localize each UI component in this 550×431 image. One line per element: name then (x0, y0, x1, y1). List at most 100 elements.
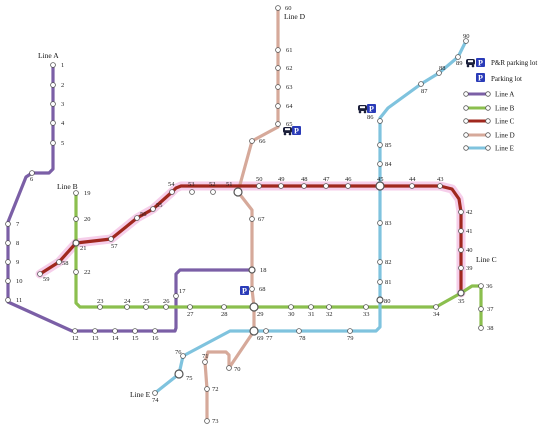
parking-icon-68 (240, 286, 249, 295)
station-48-marker (301, 183, 307, 189)
station-68-label: 68 (259, 286, 266, 293)
station-46-marker (345, 183, 351, 189)
parking-icon-86 (367, 104, 376, 113)
station-24-marker (124, 304, 130, 310)
station-84-marker (377, 161, 383, 167)
station-36-marker (478, 283, 484, 289)
legend-line-d-node (485, 132, 491, 138)
station-36-label: 36 (486, 283, 493, 290)
station-58-label: 58 (62, 260, 69, 267)
station-70-label: 70 (234, 366, 241, 373)
legend-line-b-node (485, 105, 491, 111)
station-72-marker (204, 386, 210, 392)
station-28-marker (221, 304, 227, 310)
station-82-marker (377, 259, 383, 265)
car-icon-65-wheel (283, 132, 287, 136)
station-60-label: 60 (285, 5, 292, 12)
station-34-marker (433, 304, 439, 310)
station-59-label: 59 (43, 276, 50, 283)
station-22-label: 22 (84, 269, 91, 276)
station-35-marker (457, 289, 465, 297)
station-89-label: 89 (456, 60, 463, 67)
station-89-marker (455, 54, 461, 60)
station-81-marker (377, 279, 383, 285)
station-19-label: 19 (84, 190, 91, 197)
station-78-label: 78 (299, 335, 306, 342)
legend-line-b-label: Line B (495, 105, 515, 113)
station-67-marker (249, 216, 255, 222)
station-69-label: 69 (257, 335, 264, 342)
station-83-marker (377, 220, 383, 226)
station-40-marker (458, 247, 464, 253)
station-68-marker (249, 286, 255, 292)
station-25-label: 25 (143, 298, 150, 305)
station-62-marker (275, 65, 281, 71)
station-40-label: 40 (466, 247, 473, 254)
station-75-label: 75 (186, 375, 193, 382)
station-2-marker (50, 82, 56, 88)
legend-line-d-label: Line D (495, 132, 515, 140)
legend-line-a-label: Line A (495, 91, 514, 99)
station-7-label: 7 (16, 221, 20, 228)
station-39-marker (458, 265, 464, 271)
station-29-label: 29 (257, 311, 264, 318)
station-65-label: 65 (286, 121, 293, 128)
station-42-label: 42 (466, 209, 473, 216)
station-4-label: 4 (61, 120, 65, 127)
station-90-label: 90 (463, 33, 470, 40)
line-b-name: Line B (57, 182, 78, 191)
station-26-marker (163, 304, 169, 310)
station-17-label: 17 (179, 288, 186, 295)
station-38-marker (478, 325, 484, 331)
station-20-marker (73, 216, 79, 222)
station-24-label: 24 (124, 298, 131, 305)
station-47-label: 47 (323, 176, 330, 183)
line-d-route (203, 6, 280, 423)
station-62-label: 62 (286, 65, 293, 72)
car-icon-86-wheel (363, 110, 367, 114)
station-42-marker (458, 209, 464, 215)
station-33-label: 33 (363, 311, 370, 318)
station-84-label: 84 (385, 161, 392, 168)
station-15-marker (132, 328, 138, 334)
legend-parking-label: Parking lot (491, 75, 522, 83)
station-86-label: 86 (367, 114, 374, 121)
station-11-label: 11 (16, 297, 22, 304)
station-44-label: 44 (409, 176, 416, 183)
station-48-label: 48 (301, 176, 308, 183)
station-64-marker (275, 103, 281, 109)
station-49-marker (278, 183, 284, 189)
station-11-marker (5, 297, 11, 303)
parking-icon-65 (292, 126, 301, 135)
station-64-label: 64 (286, 103, 293, 110)
car-icon-86-wheel (358, 110, 362, 114)
station-51-label: 51 (226, 181, 233, 188)
station-79-marker (347, 328, 353, 334)
station-14-marker (112, 328, 118, 334)
station-12-marker (72, 328, 78, 334)
station-85-label: 85 (385, 142, 392, 149)
station-71-marker (202, 359, 208, 365)
station-76-marker (180, 353, 186, 359)
station-66-marker (249, 138, 255, 144)
station-1-marker (50, 62, 56, 68)
station-87-marker (418, 81, 424, 87)
station-80-label: 80 (384, 298, 391, 305)
station-37-label: 37 (487, 306, 494, 313)
station-56-marker (134, 215, 140, 221)
station-86-marker (377, 118, 383, 124)
legend-line-b-node (463, 105, 469, 111)
station-3-label: 3 (61, 101, 64, 108)
station-53-label: 53 (188, 181, 195, 188)
station-55-label: 55 (156, 202, 163, 209)
line-c-route (38, 184, 463, 295)
station-31-label: 31 (308, 311, 315, 318)
legend-parking-icon-letter: P (478, 74, 483, 83)
parking-icon-68-letter: P (242, 287, 247, 296)
station-80-marker (376, 296, 384, 304)
station-77-marker (263, 328, 269, 334)
station-70-marker (226, 365, 232, 371)
station-3-marker (50, 101, 56, 107)
legend-line-a-node (463, 91, 469, 97)
